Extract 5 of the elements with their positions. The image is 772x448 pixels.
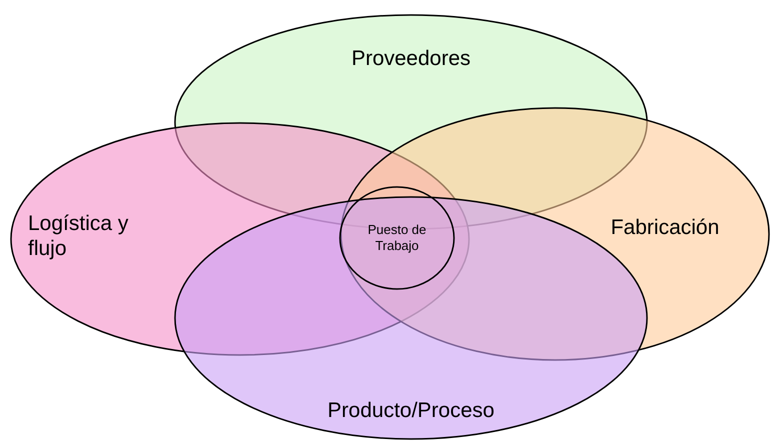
region-label: Proveedores xyxy=(350,46,472,72)
region-label: Puesto de Trabajo xyxy=(366,222,428,254)
region-label: Fabricación xyxy=(610,215,720,240)
region-label: Producto/Proceso xyxy=(326,398,496,424)
region-label: Logística y flujo xyxy=(28,211,130,262)
